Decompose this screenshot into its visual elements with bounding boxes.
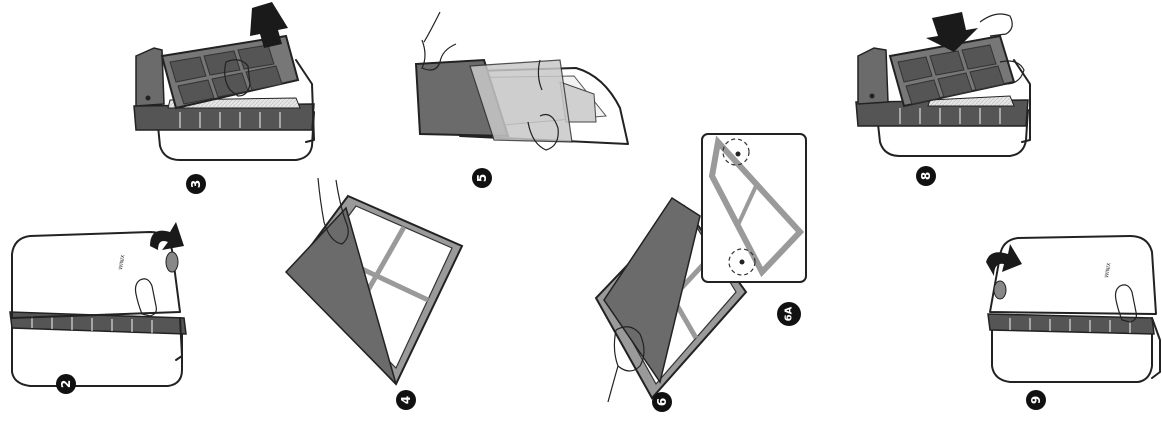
step-number: 2 [59,380,73,388]
step-badge-2: 2 [56,374,76,394]
step-8-illustration [855,12,1031,157]
step-5-illustration [414,11,629,151]
brand-mark: WINIX [1104,262,1113,278]
step-3-illustration [133,2,315,161]
step-number: 8 [919,172,933,180]
step-number: 4 [399,396,413,404]
close-arrow-icon [986,244,1022,276]
step-number: 6 [655,398,669,406]
step-badge-3: 3 [186,174,206,194]
brand-mark: WINIX [118,254,127,270]
step-number: 5 [475,174,489,182]
step-badge-8: 8 [916,166,936,186]
step-badge-6: 6 [652,392,672,412]
step-number: 6A [784,306,795,321]
step-6a-detail [701,133,807,283]
step-badge-5: 5 [472,168,492,188]
step-number: 3 [189,180,203,188]
step-9-illustration: WINIX [986,235,1161,383]
step-badge-6a: 6A [777,302,801,326]
step-2-illustration: WINIX [9,222,187,387]
step-badge-4: 4 [396,390,416,410]
open-arrow-icon [150,222,184,250]
step-4-illustration [284,177,464,386]
step-badge-9: 9 [1026,390,1046,410]
lift-up-arrow-icon [250,2,288,48]
step-number: 9 [1029,396,1043,404]
insert-down-arrow-icon [926,12,978,52]
